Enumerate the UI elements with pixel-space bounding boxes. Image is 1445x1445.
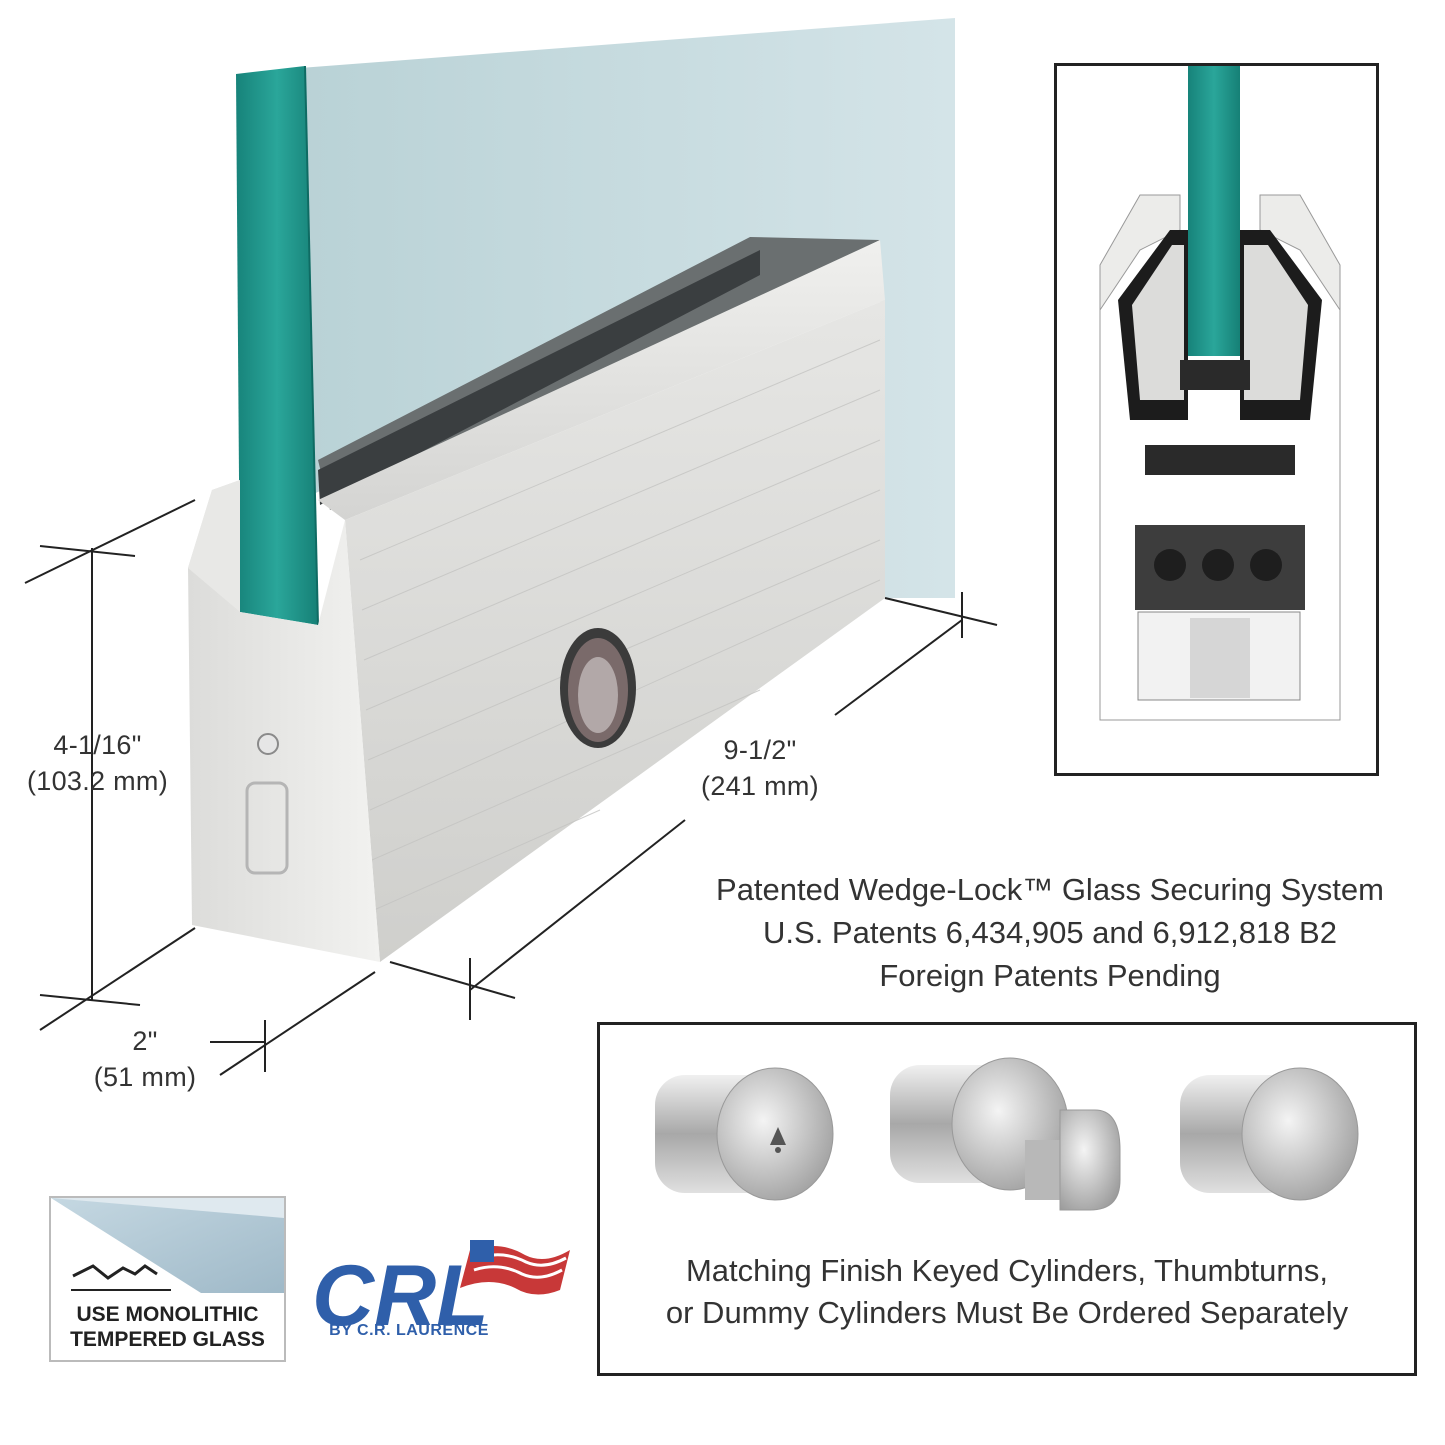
glass-badge-line-1: USE MONOLITHIC — [76, 1303, 259, 1326]
thumbturn-cylinder — [890, 1057, 1121, 1211]
patent-info: Patented Wedge-Lock™ Glass Securing Syst… — [660, 868, 1440, 997]
keyed-cylinder — [655, 1067, 834, 1201]
height-metric: (103.2 mm) — [26, 766, 169, 796]
crl-logo: CRL — [312, 1240, 570, 1344]
cylinders-line-2: or Dummy Cylinders Must Be Ordered Separ… — [665, 1295, 1349, 1330]
glass-badge-text: USE MONOLITHIC TEMPERED GLASS — [51, 1302, 284, 1352]
width-metric: (51 mm) — [93, 1062, 197, 1092]
patent-line-2: U.S. Patents 6,434,905 and 6,912,818 B2 — [763, 915, 1337, 950]
glass-sheet-icon — [51, 1198, 284, 1293]
length-dimension: 9-1/2" (241 mm) — [660, 732, 860, 804]
patent-line-3: Foreign Patents Pending — [879, 958, 1221, 993]
cross-section-inset — [1054, 63, 1379, 776]
length-metric: (241 mm) — [701, 771, 819, 801]
dimension-lines — [24, 499, 998, 1076]
cylinders-caption: Matching Finish Keyed Cylinders, Thumbtu… — [600, 1250, 1414, 1334]
glass-badge-line-2: TEMPERED GLASS — [70, 1328, 265, 1351]
tempered-glass-badge: USE MONOLITHIC TEMPERED GLASS — [49, 1196, 286, 1362]
base-shoe — [188, 237, 885, 962]
length-imperial: 9-1/2" — [723, 735, 797, 765]
width-dimension: 2" (51 mm) — [70, 1023, 220, 1095]
patent-line-1: Patented Wedge-Lock™ Glass Securing Syst… — [716, 872, 1384, 907]
cylinders-panel: Matching Finish Keyed Cylinders, Thumbtu… — [597, 1022, 1417, 1376]
cross-section-drawing — [1099, 66, 1341, 721]
dummy-cylinder — [1180, 1067, 1359, 1201]
svg-text:CRL: CRL — [312, 1248, 489, 1344]
logo-subtitle: BY C.R. LAURENCE — [329, 1322, 489, 1339]
height-dimension: 4-1/16" (103.2 mm) — [5, 727, 190, 799]
cylinders-line-1: Matching Finish Keyed Cylinders, Thumbtu… — [685, 1253, 1329, 1288]
height-imperial: 4-1/16" — [53, 730, 142, 760]
width-imperial: 2" — [132, 1026, 158, 1056]
